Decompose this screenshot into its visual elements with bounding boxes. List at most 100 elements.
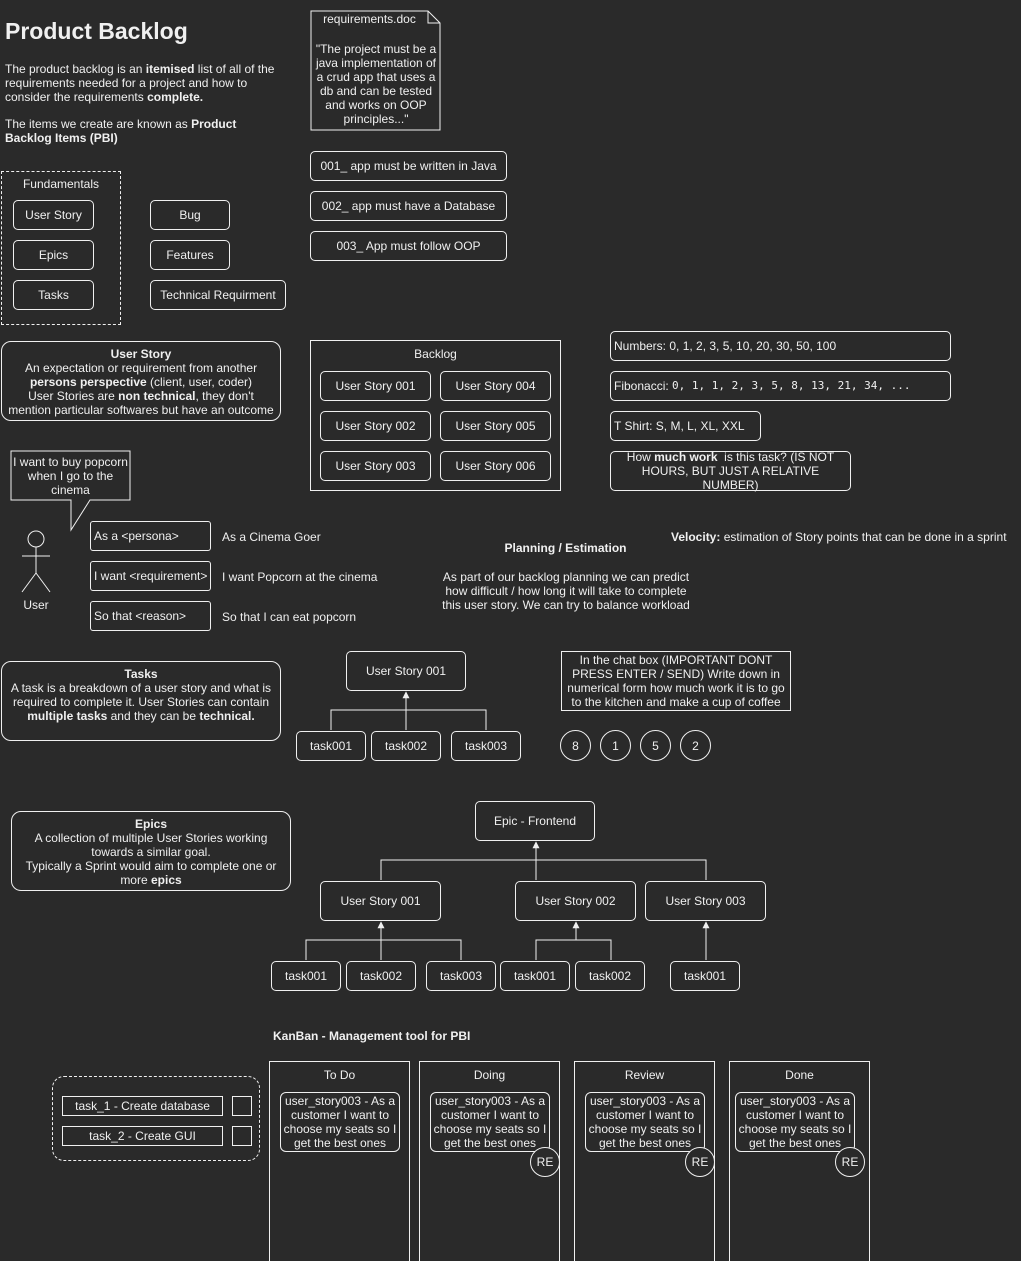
vote-circle[interactable]: 2 [680, 730, 711, 761]
doc-name: requirements.doc [323, 12, 416, 26]
pbi-text: The items we create are known as [5, 117, 192, 131]
fundamentals-title: Fundamentals [22, 177, 100, 191]
fibonacci-values: 0, 1, 1, 2, 3, 5, 8, 13, 21, 34, ... [672, 379, 911, 392]
fundamental-epics[interactable]: Epics [13, 240, 94, 270]
fundamentals-group [1, 171, 121, 325]
kanban-title: KanBan - Management tool for PBI [273, 1029, 471, 1043]
epic-task[interactable]: task002 [346, 961, 416, 991]
work-text: is this task? (IS NOT HOURS, BUT JUST A … [641, 450, 838, 492]
backlog-container [310, 340, 561, 491]
backlog-item[interactable]: User Story 005 [440, 411, 551, 441]
user-story-info-text: User Stories are [28, 389, 119, 403]
vote-circle[interactable]: 5 [640, 730, 671, 761]
epic-root[interactable]: Epic - Frontend [475, 801, 595, 841]
tasks-info-bold: multiple tasks [27, 709, 108, 723]
pbi-features[interactable]: Features [150, 240, 230, 270]
epic-story[interactable]: User Story 003 [645, 881, 766, 921]
pbi-technical-requirement[interactable]: Technical Requirment [150, 280, 286, 310]
intro-text: The product backlog is an [5, 62, 146, 76]
epic-task[interactable]: task003 [426, 961, 496, 991]
backlog-item[interactable]: User Story 003 [320, 451, 431, 481]
requirement-item[interactable]: 003_ App must follow OOP [310, 231, 507, 261]
kanban-todo-list [52, 1076, 260, 1161]
backlog-item[interactable]: User Story 001 [320, 371, 431, 401]
epics-info-text: A collection of multiple User Stories wo… [34, 831, 268, 859]
kanban-column-doing[interactable]: Doing user_story003 - As a customer I wa… [419, 1061, 560, 1261]
template-requirement[interactable]: I want <requirement> [90, 561, 211, 591]
intro-bold: itemised [145, 62, 195, 76]
speech-bubble: I want to buy popcorn when I go to the c… [13, 455, 128, 497]
epic-story[interactable]: User Story 002 [515, 881, 636, 921]
template-requirement-value: I want Popcorn at the cinema [222, 570, 378, 584]
tasks-info-text: and they can be [107, 709, 200, 723]
backlog-item[interactable]: User Story 002 [320, 411, 431, 441]
backlog-item[interactable]: User Story 004 [440, 371, 551, 401]
tasks-info-bold: technical. [199, 709, 255, 723]
scale-fibonacci[interactable]: Fibonacci: 0, 1, 1, 2, 3, 5, 8, 13, 21, … [610, 371, 951, 401]
epic-task[interactable]: task001 [271, 961, 341, 991]
epics-info-text: Typically a Sprint would aim to complete… [25, 859, 277, 887]
velocity-bold: Velocity: [671, 530, 721, 544]
how-much-work[interactable]: How much work is this task? (IS NOT HOUR… [610, 450, 851, 492]
work-text: How [626, 450, 655, 464]
task-tree-root[interactable]: User Story 001 [346, 651, 466, 691]
todo-checkbox[interactable] [232, 1126, 252, 1146]
chat-prompt: In the chat box (IMPORTANT DONT PRESS EN… [561, 651, 791, 711]
planning-title: Planning / Estimation [504, 541, 627, 555]
tasks-info: Tasks A task is a breakdown of a user st… [1, 661, 281, 741]
user-story-info: User Story An expectation or requirement… [1, 341, 281, 421]
task-tree-task[interactable]: task003 [451, 731, 521, 761]
kanban-column-review[interactable]: Review user_story003 - As a customer I w… [574, 1061, 715, 1261]
assignee-avatar[interactable]: RE [685, 1147, 715, 1177]
doc-quote: "The project must be a java implementati… [315, 42, 437, 126]
kanban-card[interactable]: user_story003 - As a customer I want to … [735, 1092, 855, 1152]
template-persona-value: As a Cinema Goer [222, 530, 321, 544]
column-title: To Do [323, 1068, 356, 1082]
velocity-text: estimation of Story points that can be d… [720, 530, 1007, 544]
kanban-card[interactable]: user_story003 - As a customer I want to … [585, 1092, 705, 1152]
kanban-column-todo[interactable]: To Do user_story003 - As a customer I wa… [269, 1061, 410, 1261]
assignee-avatar[interactable]: RE [530, 1147, 560, 1177]
vote-circle[interactable]: 8 [560, 730, 591, 761]
task-tree-task[interactable]: task001 [296, 731, 366, 761]
todo-checkbox[interactable] [232, 1096, 252, 1116]
intro-paragraph: The product backlog is an itemised list … [5, 62, 295, 104]
velocity-note: Velocity: estimation of Story points tha… [671, 530, 1007, 544]
column-title: Done [785, 1068, 814, 1082]
kanban-column-done[interactable]: Done user_story003 - As a customer I wan… [729, 1061, 870, 1261]
template-reason-value: So that I can eat popcorn [222, 610, 357, 624]
pbi-bug[interactable]: Bug [150, 200, 230, 230]
fibonacci-label: Fibonacci: [614, 379, 673, 393]
column-title: Review [624, 1068, 665, 1082]
epic-task[interactable]: task002 [575, 961, 645, 991]
intro-bold: complete. [147, 90, 204, 104]
task-tree-task[interactable]: task002 [371, 731, 441, 761]
user-story-info-bold: persons perspective [29, 375, 147, 389]
epic-story[interactable]: User Story 001 [320, 881, 441, 921]
todo-item[interactable]: task_1 - Create database [62, 1096, 223, 1116]
fundamental-user-story[interactable]: User Story [13, 200, 94, 230]
pbi-bold: Product Backlog Items (PBI) [5, 117, 237, 145]
tasks-info-title: Tasks [124, 667, 158, 681]
planning-text: As part of our backlog planning we can p… [442, 570, 690, 612]
epic-task[interactable]: task001 [670, 961, 740, 991]
epic-task[interactable]: task001 [500, 961, 570, 991]
vote-circle[interactable]: 1 [600, 730, 631, 761]
requirement-item[interactable]: 001_ app must be written in Java [310, 151, 507, 181]
requirement-item[interactable]: 002_ app must have a Database [310, 191, 507, 221]
assignee-avatar[interactable]: RE [835, 1147, 865, 1177]
scale-numbers[interactable]: Numbers: 0, 1, 2, 3, 5, 10, 20, 30, 50, … [610, 331, 951, 361]
kanban-card[interactable]: user_story003 - As a customer I want to … [280, 1092, 400, 1152]
user-story-info-title: User Story [110, 347, 172, 361]
epics-info-title: Epics [134, 817, 167, 831]
template-reason[interactable]: So that <reason> [90, 601, 211, 631]
epics-info: Epics A collection of multiple User Stor… [11, 811, 291, 891]
fundamental-tasks[interactable]: Tasks [13, 280, 94, 310]
user-label: User [23, 598, 49, 612]
scale-tshirt[interactable]: T Shirt: S, M, L, XL, XXL [610, 411, 761, 441]
backlog-item[interactable]: User Story 006 [440, 451, 551, 481]
template-persona[interactable]: As a <persona> [90, 521, 211, 551]
todo-item[interactable]: task_2 - Create GUI [62, 1126, 223, 1146]
kanban-card[interactable]: user_story003 - As a customer I want to … [430, 1092, 550, 1152]
tasks-info-text: A task is a breakdown of a user story an… [10, 681, 272, 709]
